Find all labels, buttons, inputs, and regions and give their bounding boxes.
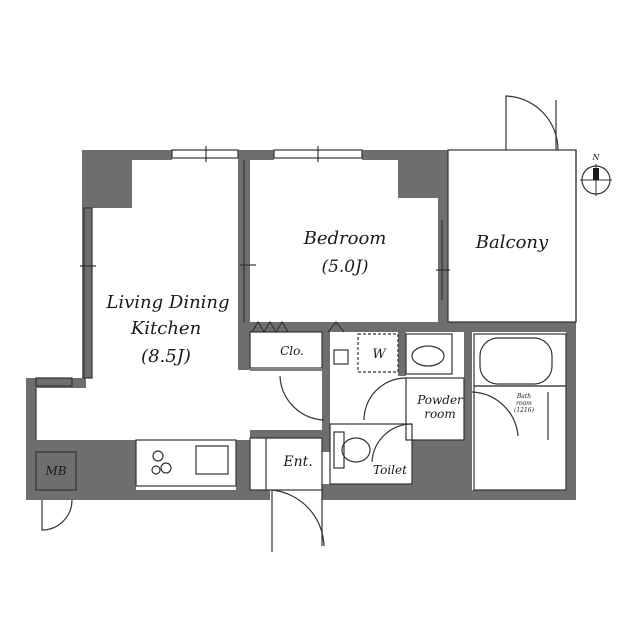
entrance-label: Ent.: [282, 454, 312, 470]
bath-label-line2: room: [516, 400, 532, 407]
bath-label-line1: Bath: [516, 393, 531, 400]
ldk-label-line2: Kitchen: [130, 318, 201, 339]
toilet-label: Toilet: [373, 463, 407, 477]
meter-box-label: MB: [44, 464, 66, 478]
closet-label: Clo.: [280, 344, 304, 358]
bedroom-size: (5.0J): [321, 257, 368, 277]
ldk-size: (8.5J): [141, 346, 191, 367]
balcony-label: Balcony: [475, 232, 549, 253]
compass-north-label: N: [592, 153, 601, 162]
walls: [26, 150, 576, 500]
powder-label-line2: room: [424, 407, 456, 421]
ldk-label-line1: Living Dining: [105, 292, 229, 313]
washer-label: W: [372, 347, 387, 362]
bedroom-label: Bedroom: [303, 228, 387, 249]
bath-label-line3: (1216): [514, 407, 535, 414]
compass: N: [580, 153, 612, 196]
outlines: [35, 95, 577, 552]
room-labels: Living Dining Kitchen (8.5J) Bedroom (5.…: [44, 228, 549, 478]
powder-label-line1: Powder: [416, 393, 464, 407]
